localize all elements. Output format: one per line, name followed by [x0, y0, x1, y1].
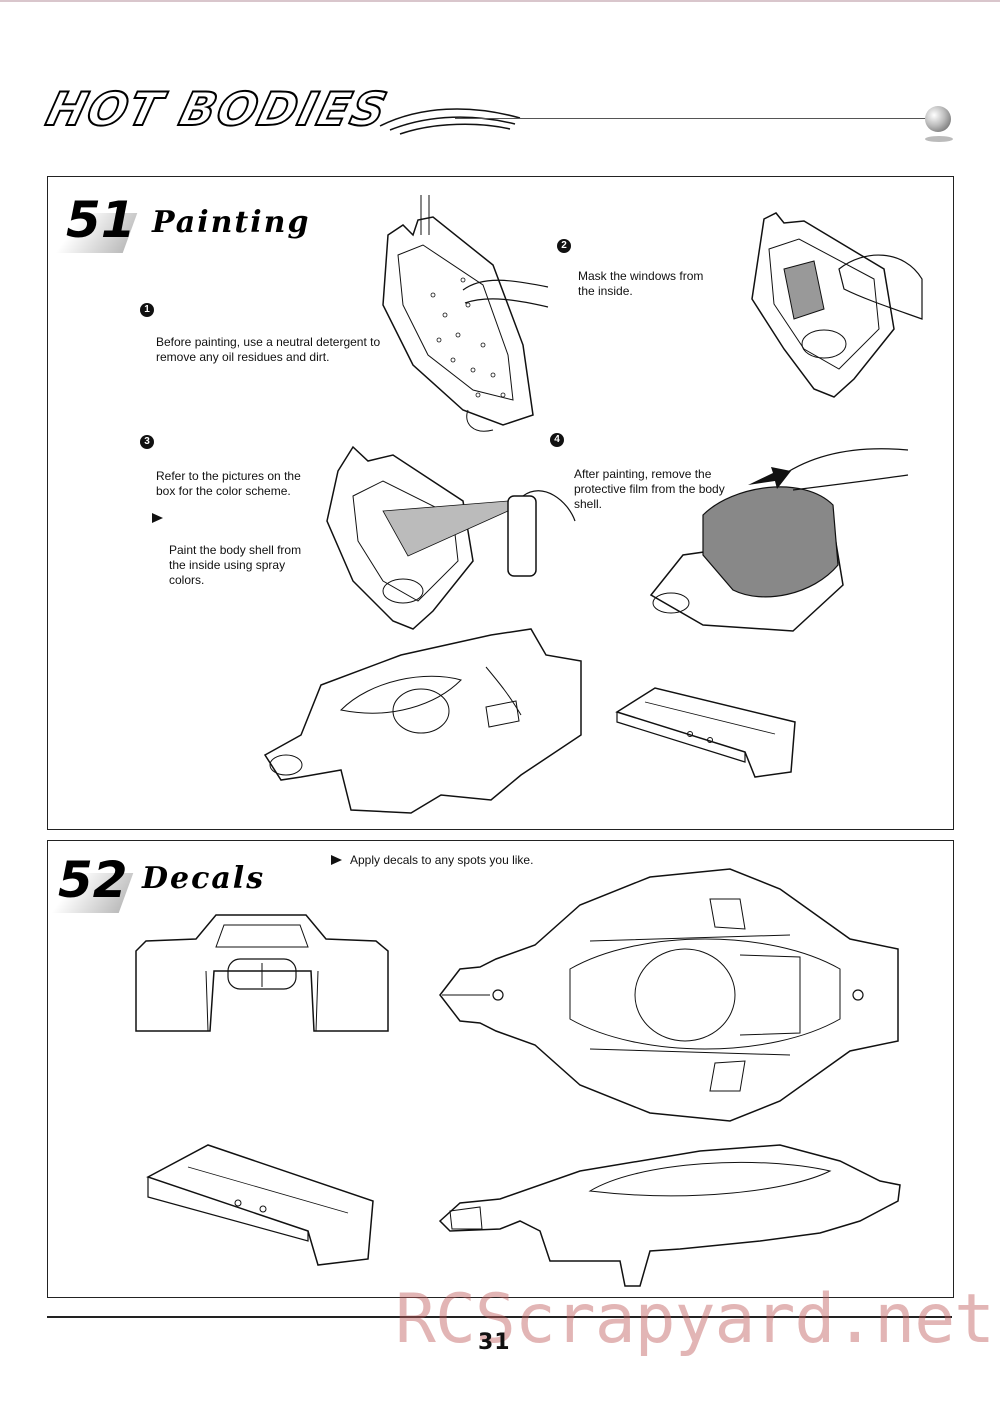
- substep-3-badge: 3: [140, 435, 154, 449]
- substep-4-badge: 4: [550, 433, 564, 447]
- step-51-panel: 51 Painting 1 Before painting, use a neu…: [47, 176, 954, 830]
- step-52-note: Apply decals to any spots you like.: [350, 853, 534, 867]
- step-51-title: Painting: [152, 205, 311, 240]
- substep-1-text: Before painting, use a neutral detergent…: [156, 335, 381, 364]
- washing-body-illustration: [373, 195, 553, 435]
- logo-flame-swoosh: [380, 96, 520, 136]
- header-sphere-ornament: [925, 106, 951, 132]
- spray-painting-illustration: [323, 441, 575, 631]
- body-shell-top-view: [440, 869, 898, 1121]
- body-shell-side-decal-view: [440, 1141, 900, 1286]
- substep-2-badge: 2: [557, 239, 571, 253]
- substep-2-text: Mask the windows from the inside.: [578, 269, 704, 298]
- step-52-arrow-icon: [331, 855, 342, 865]
- watermark: RCScrapyard.net: [395, 1280, 995, 1359]
- top-border-line: [0, 0, 1000, 2]
- brand-logo-text: HOT BODIES: [40, 81, 394, 137]
- substep-3-note: Paint the body shell from the inside usi…: [169, 543, 302, 587]
- rear-wing-illustration: [615, 682, 795, 782]
- header-divider: [455, 118, 935, 119]
- header-sphere-shadow: [925, 136, 953, 142]
- substep-3-arrow-icon: [152, 513, 163, 523]
- substep-1-badge: 1: [140, 303, 154, 317]
- footer-divider: [47, 1316, 952, 1318]
- page-number: 31: [478, 1330, 511, 1355]
- body-shell-rear-view: [136, 911, 388, 1033]
- substep-3-text: Refer to the pictures on the box for the…: [156, 469, 301, 498]
- substep-4-text: After painting, remove the protective fi…: [574, 467, 725, 511]
- body-shell-side-view: [261, 625, 581, 813]
- step-52-panel: 52 Decals Apply decals to any spots you …: [47, 840, 954, 1298]
- step-52-number: 52: [58, 851, 128, 909]
- masking-windows-illustration: [744, 209, 924, 401]
- step-51-number: 51: [66, 191, 136, 249]
- step-52-title: Decals: [142, 861, 266, 896]
- remove-film-illustration: [643, 445, 908, 635]
- rear-wing-decal-view: [148, 1141, 373, 1266]
